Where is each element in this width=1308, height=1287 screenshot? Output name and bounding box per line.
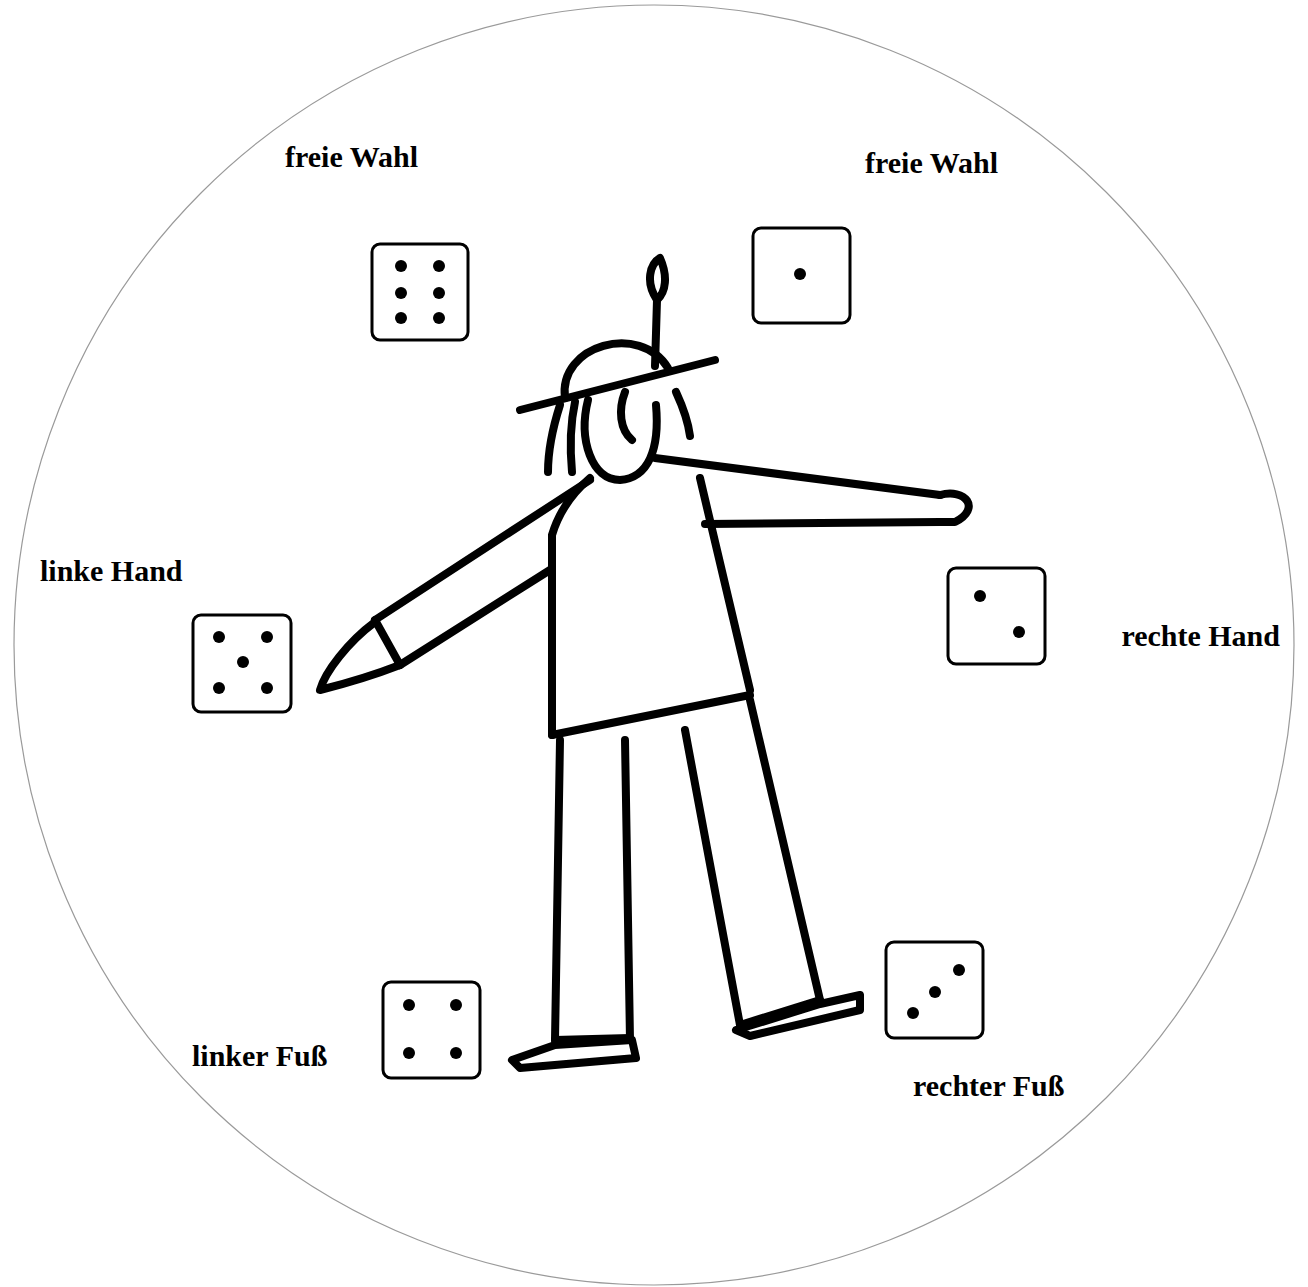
- stick-figure: [320, 258, 969, 1068]
- board-circle: [14, 5, 1294, 1285]
- body-part-label: rechter Fuß: [913, 1069, 1064, 1103]
- body-part-label: freie Wahl: [865, 146, 998, 180]
- body-part-label: rechte Hand: [1121, 619, 1280, 653]
- body-part-label: linker Fuß: [192, 1039, 327, 1073]
- body-part-label: freie Wahl: [285, 140, 418, 174]
- body-part-label: linke Hand: [40, 554, 183, 588]
- dice: [193, 228, 1045, 1078]
- dice-pips: [213, 260, 1025, 1059]
